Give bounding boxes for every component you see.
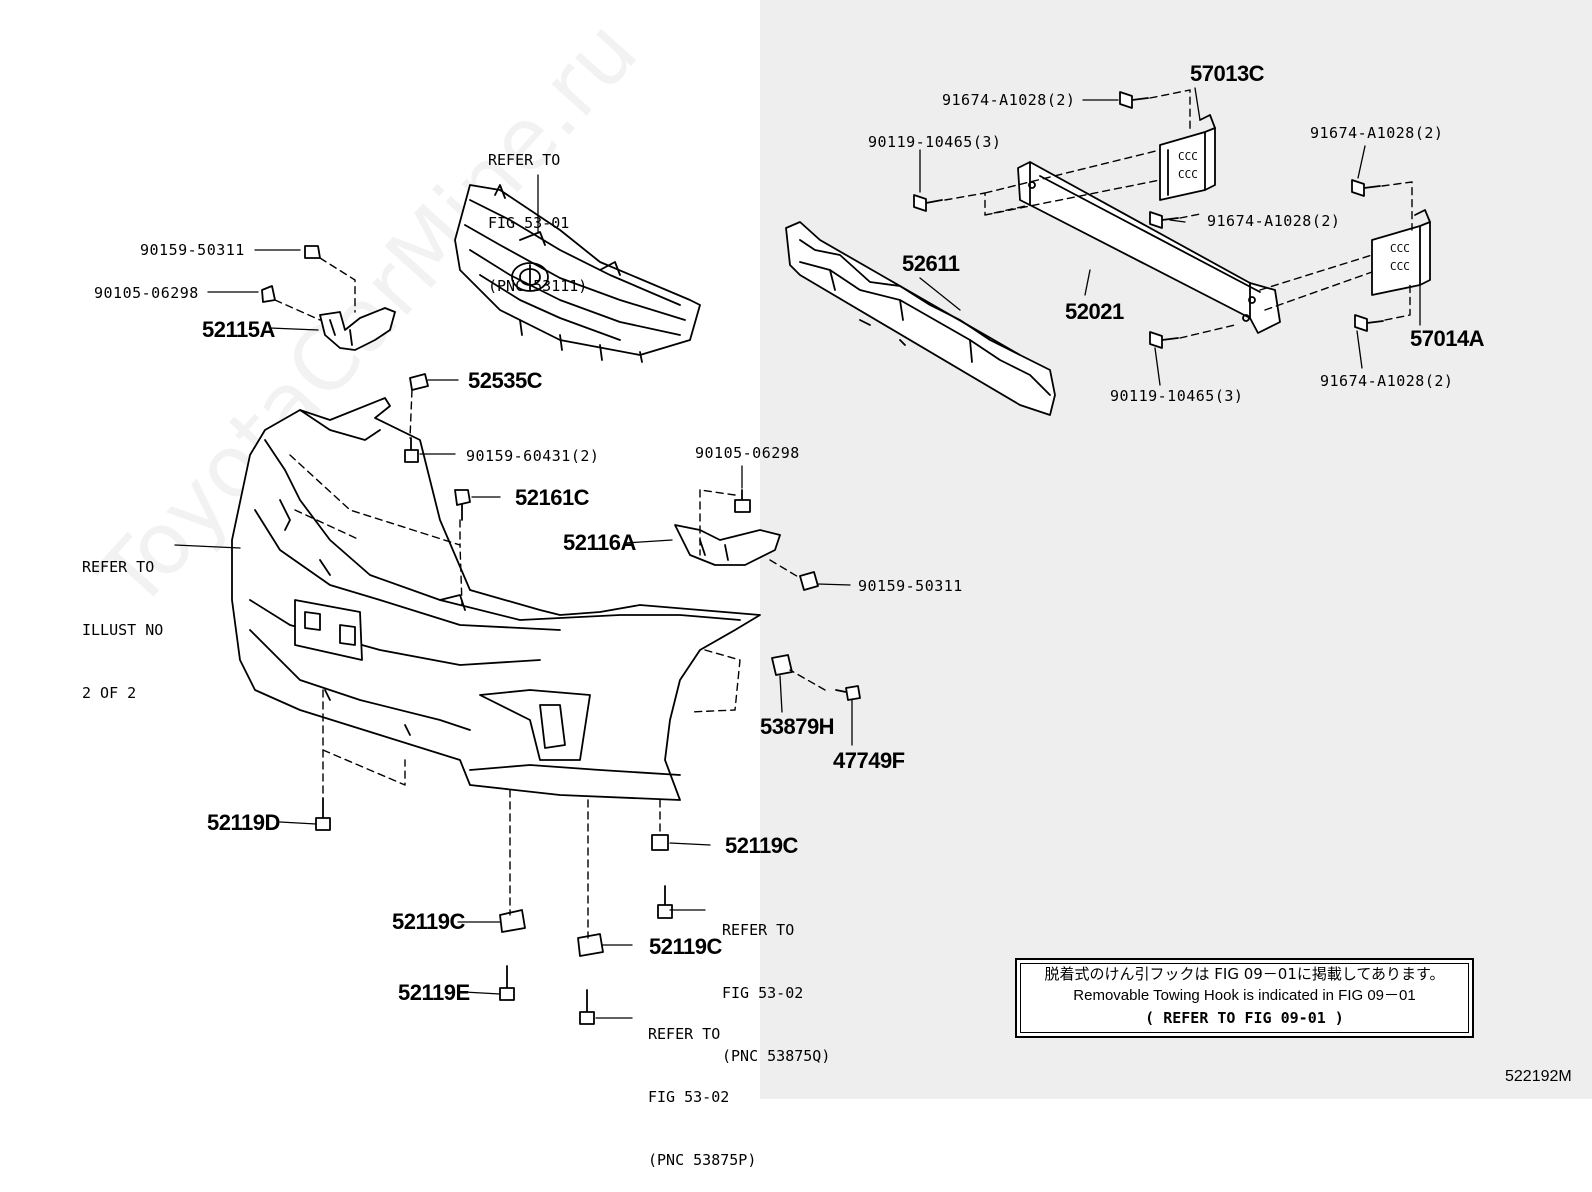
part-label-91674-right: 91674-A1028(2) [1310, 124, 1444, 142]
energy-absorber-52611 [785, 221, 1056, 416]
part-label-57014A: 57014A [1410, 326, 1485, 351]
part-label-91674-bottom: 91674-A1028(2) [1320, 372, 1454, 390]
refer-note-fig-53-02-q: REFER TO FIG 53-02 (PNC 53875Q) [722, 921, 831, 1065]
part-label-53879H: 53879H [760, 714, 835, 739]
part-label-91674-top: 91674-A1028(2) [942, 91, 1076, 109]
bracket-57014A: CCC CCC [1371, 209, 1431, 296]
part-label-52535C: 52535C [468, 368, 543, 393]
part-label-90119-bottom: 90119-10465(3) [1110, 387, 1244, 405]
part-label-52611: 52611 [902, 251, 960, 276]
note-japanese: 脱着式のけん引フックは FIG 09－01に掲載してあります。 [1044, 965, 1445, 983]
figure-id: 522192M [1505, 1068, 1572, 1085]
part-label-52119C-b: 52119C [392, 909, 465, 934]
part-label-52115A: 52115A [202, 317, 275, 342]
note-reference: ( REFER TO FIG 09-01 ) [1145, 1009, 1344, 1027]
bolt-icon [913, 91, 1384, 349]
towing-hook-note: 脱着式のけん引フックは FIG 09－01に掲載してあります。 Removabl… [1015, 958, 1474, 1038]
part-label-90159-50311-right: 90159-50311 [858, 577, 963, 595]
part-label-52161C: 52161C [515, 485, 590, 510]
radiator-grille [454, 184, 701, 363]
note-english: Removable Towing Hook is indicated in FI… [1073, 987, 1416, 1004]
bumper-reinforcement-52021 [1017, 161, 1281, 334]
part-label-47749F: 47749F [833, 748, 905, 773]
part-label-52021: 52021 [1065, 299, 1124, 324]
refer-note-illust: REFER TO ILLUST NO 2 OF 2 [82, 558, 164, 702]
parts-diagram: CCC CCC CCC CCC [174, 87, 1431, 1025]
refer-note-grille: REFER TO FIG 53-01 (PNC 53111) [488, 151, 588, 295]
fastener-icon [261, 245, 861, 1025]
front-bumper-cover [231, 397, 761, 801]
part-label-52119D: 52119D [207, 810, 280, 835]
part-label-90159-60431: 90159-60431(2) [466, 447, 600, 465]
part-label-91674-mid: 91674-A1028(2) [1207, 212, 1341, 230]
svg-text:CCC: CCC [1390, 260, 1410, 273]
svg-text:CCC: CCC [1178, 150, 1198, 163]
part-label-52119E: 52119E [398, 980, 470, 1005]
refer-note-fig-53-02-p: REFER TO FIG 53-02 (PNC 53875P) [648, 1025, 757, 1169]
svg-text:CCC: CCC [1390, 242, 1410, 255]
part-label-57013C: 57013C [1190, 61, 1265, 86]
retainer-52116A [674, 524, 781, 566]
part-label-90159-50311-left: 90159-50311 [140, 241, 245, 259]
bracket-57013C: CCC CCC [1159, 114, 1216, 201]
retainer-52115A [319, 307, 396, 351]
svg-text:CCC: CCC [1178, 168, 1198, 181]
part-label-52116A: 52116A [563, 530, 636, 555]
part-label-52119C-a: 52119C [725, 833, 798, 858]
part-label-52119C-c: 52119C [649, 934, 722, 959]
part-label-90105-06298-right: 90105-06298 [695, 444, 800, 462]
part-label-90105-06298-left: 90105-06298 [94, 284, 199, 302]
part-label-90119-top: 90119-10465(3) [868, 133, 1002, 151]
